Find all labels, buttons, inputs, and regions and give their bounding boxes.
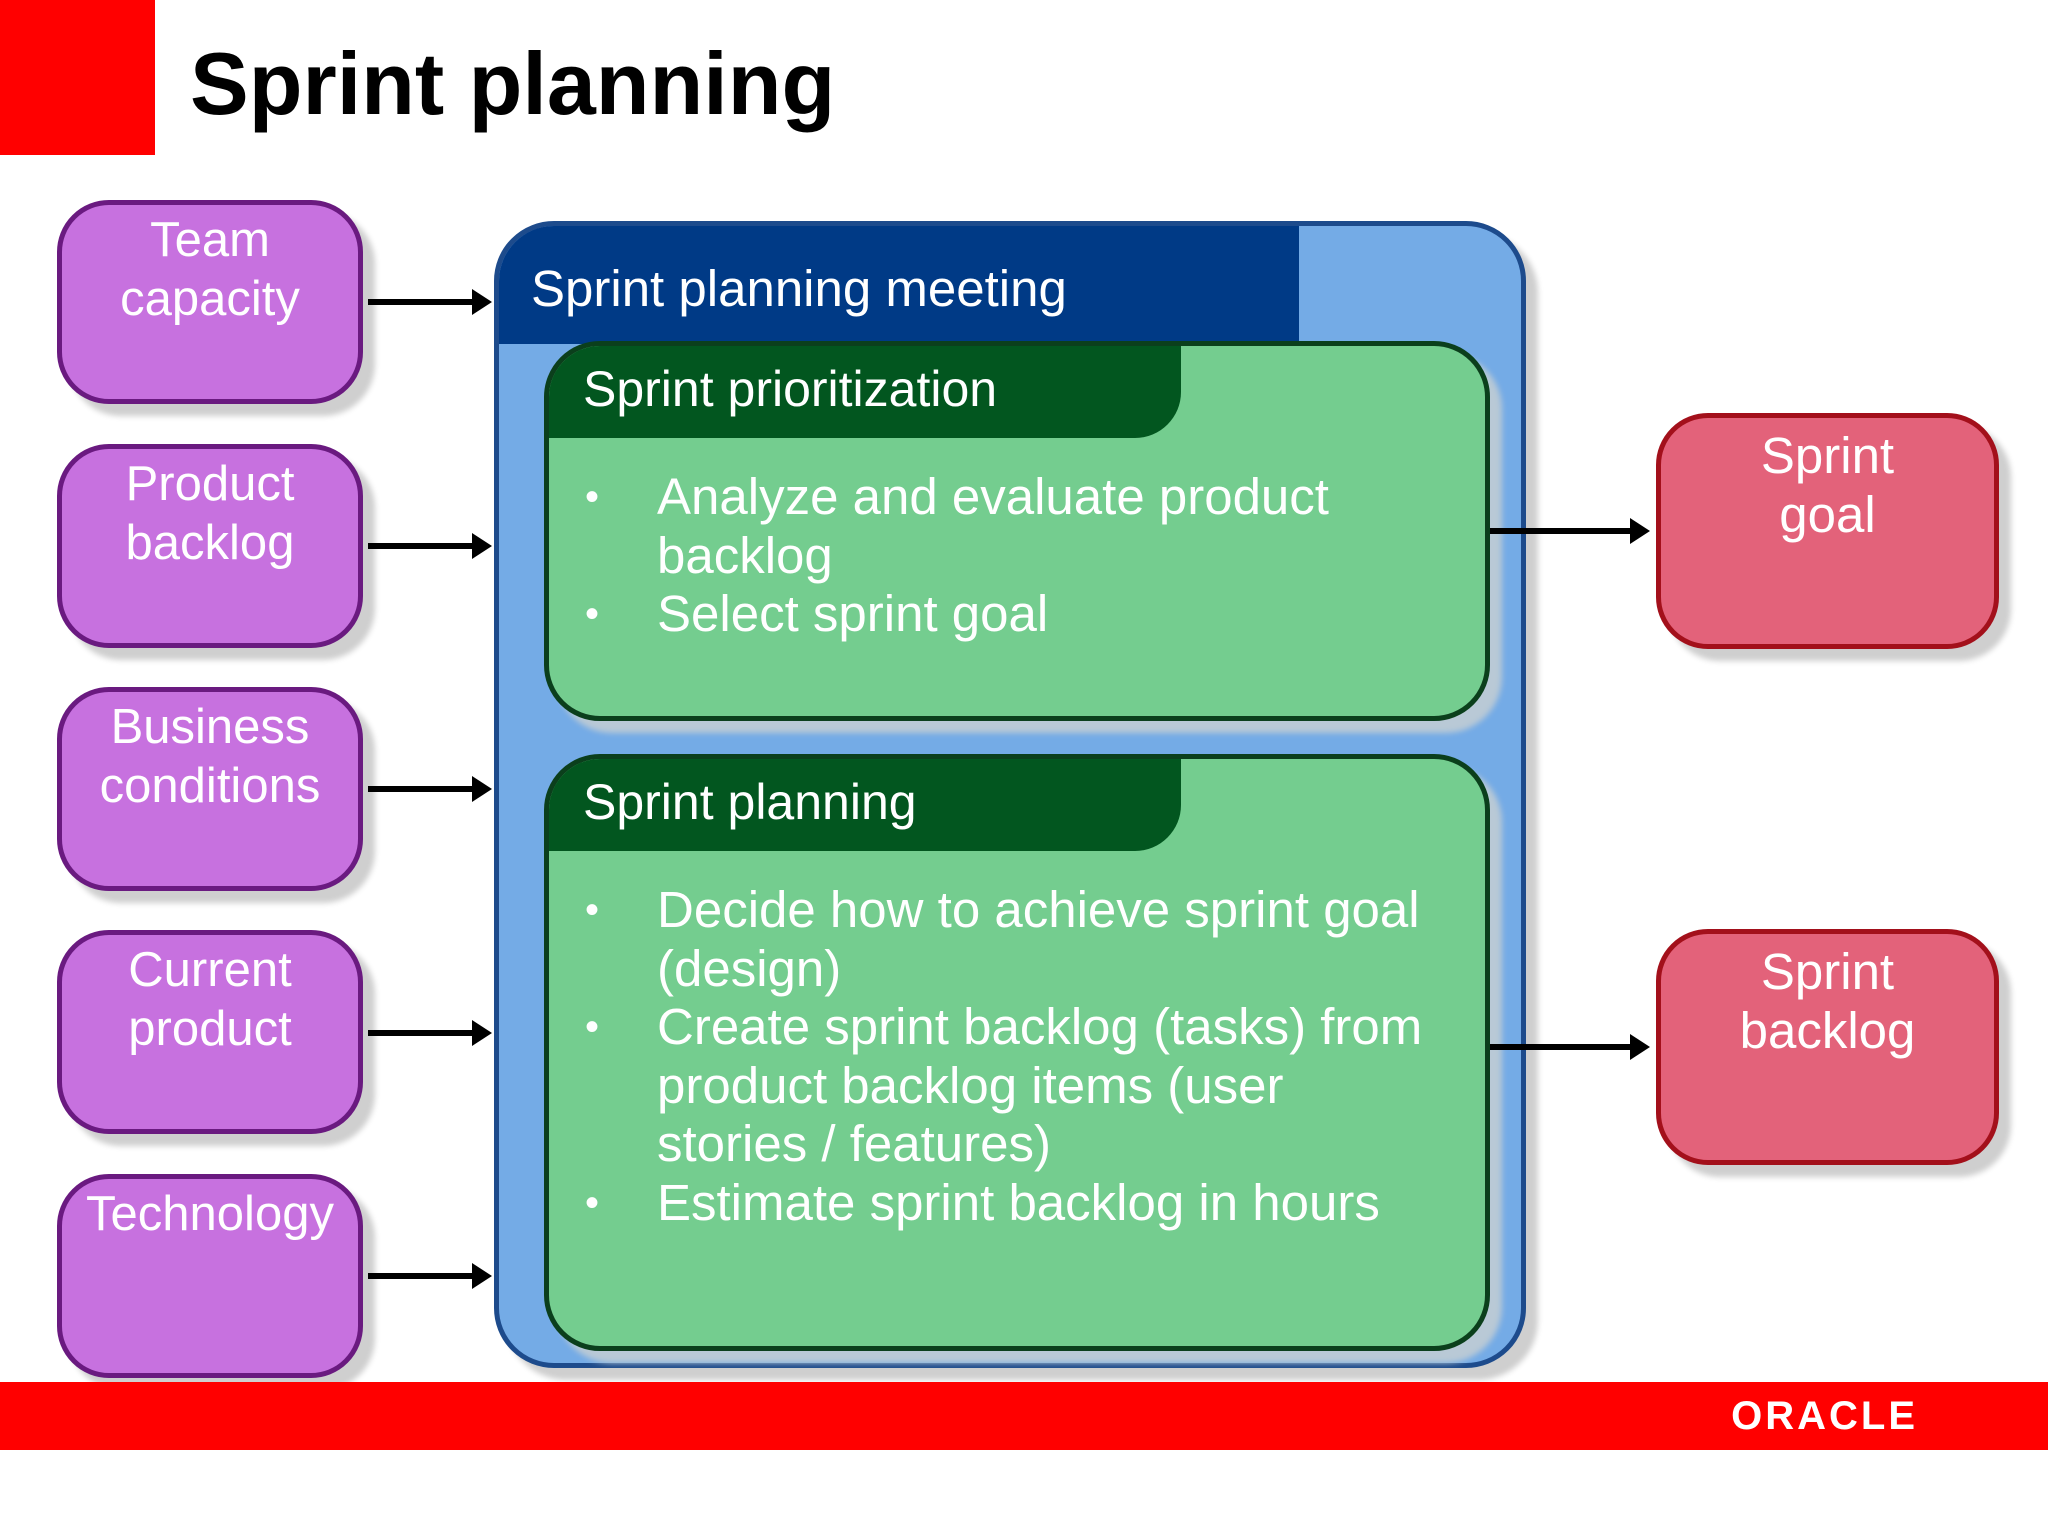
input-technology: Technology: [57, 1174, 363, 1378]
input-current-product: Current product: [57, 930, 363, 1134]
input-label-line1: Team: [150, 213, 270, 267]
sprint-planning-box: Sprint planning • Decide how to achieve …: [544, 754, 1490, 1351]
slide-title: Sprint planning: [190, 34, 836, 133]
output-sprint-goal: Sprint goal: [1656, 413, 1999, 649]
list-item-line: stories / features): [657, 1115, 1051, 1172]
output-sprint-backlog: Sprint backlog: [1656, 929, 1999, 1165]
sprint-prioritization-box: Sprint prioritization • Analyze and eval…: [544, 341, 1490, 721]
list-item: • Create sprint backlog (tasks) from pro…: [549, 998, 1477, 1174]
list-item-line: Decide how to achieve sprint goal: [657, 881, 1420, 938]
sprint-prioritization-header: Sprint prioritization: [549, 346, 1181, 438]
input-label-line2: conditions: [99, 759, 321, 813]
arrow-meeting-to-sprint-goal: [1490, 518, 1650, 544]
oracle-logo: ORACLE: [1731, 1394, 1918, 1438]
output-label-line1: Sprint: [1760, 943, 1895, 1000]
list-item-line: Create sprint backlog (tasks) from: [657, 998, 1423, 1055]
sprint-planning-label: Sprint planning: [583, 774, 917, 830]
bullet-icon: •: [585, 475, 600, 519]
input-label-line1: Product: [125, 457, 295, 511]
arrow-technology-to-meeting: [368, 1263, 492, 1289]
output-label-line2: backlog: [1739, 1002, 1916, 1059]
input-label-line1: Current: [128, 943, 292, 997]
list-item: • Select sprint goal: [549, 585, 1477, 644]
list-item-line: Select sprint goal: [657, 585, 1049, 642]
bullet-icon: •: [585, 592, 600, 636]
arrow-team-capacity-to-meeting: [368, 289, 492, 315]
brand-corner-block: [0, 0, 155, 155]
list-item: • Estimate sprint backlog in hours: [549, 1174, 1477, 1233]
list-item: • Analyze and evaluate product backlog: [549, 468, 1477, 585]
list-item-line: backlog: [657, 526, 833, 584]
input-label-line2: backlog: [125, 516, 295, 570]
input-label-line1: Technology: [86, 1187, 334, 1241]
input-business-conditions: Business conditions: [57, 687, 363, 891]
meeting-header-label: Sprint planning meeting: [531, 260, 1067, 317]
output-label-line1: Sprint: [1760, 427, 1895, 484]
sprint-prioritization-label: Sprint prioritization: [583, 361, 998, 417]
sprint-planning-header: Sprint planning: [549, 759, 1181, 851]
input-label-line1: Business: [110, 700, 310, 754]
list-item: • Decide how to achieve sprint goal (des…: [549, 881, 1477, 998]
list-item-line: product backlog items (user: [657, 1056, 1284, 1114]
bullet-icon: •: [585, 888, 600, 932]
input-label-line2: product: [128, 1002, 292, 1056]
arrow-current-product-to-meeting: [368, 1020, 492, 1046]
meeting-header: Sprint planning meeting: [499, 226, 1299, 344]
bullet-icon: •: [585, 1180, 600, 1225]
arrow-product-backlog-to-meeting: [368, 533, 492, 559]
list-item-line: Analyze and evaluate product: [657, 468, 1329, 525]
list-item-line: (design): [657, 939, 842, 997]
list-item-line: Estimate sprint backlog in hours: [657, 1173, 1380, 1231]
bullet-icon: •: [585, 1005, 600, 1049]
sprint-planning-list: • Decide how to achieve sprint goal (des…: [549, 881, 1477, 1232]
arrow-business-conditions-to-meeting: [368, 776, 492, 802]
output-label-line2: goal: [1779, 486, 1876, 543]
input-product-backlog: Product backlog: [57, 444, 363, 648]
footer-bar: ORACLE: [0, 1382, 2048, 1450]
sprint-prioritization-list: • Analyze and evaluate product backlog •…: [549, 468, 1477, 644]
input-team-capacity: Team capacity: [57, 200, 363, 404]
arrow-meeting-to-sprint-backlog: [1490, 1034, 1650, 1060]
input-label-line2: capacity: [120, 272, 300, 326]
